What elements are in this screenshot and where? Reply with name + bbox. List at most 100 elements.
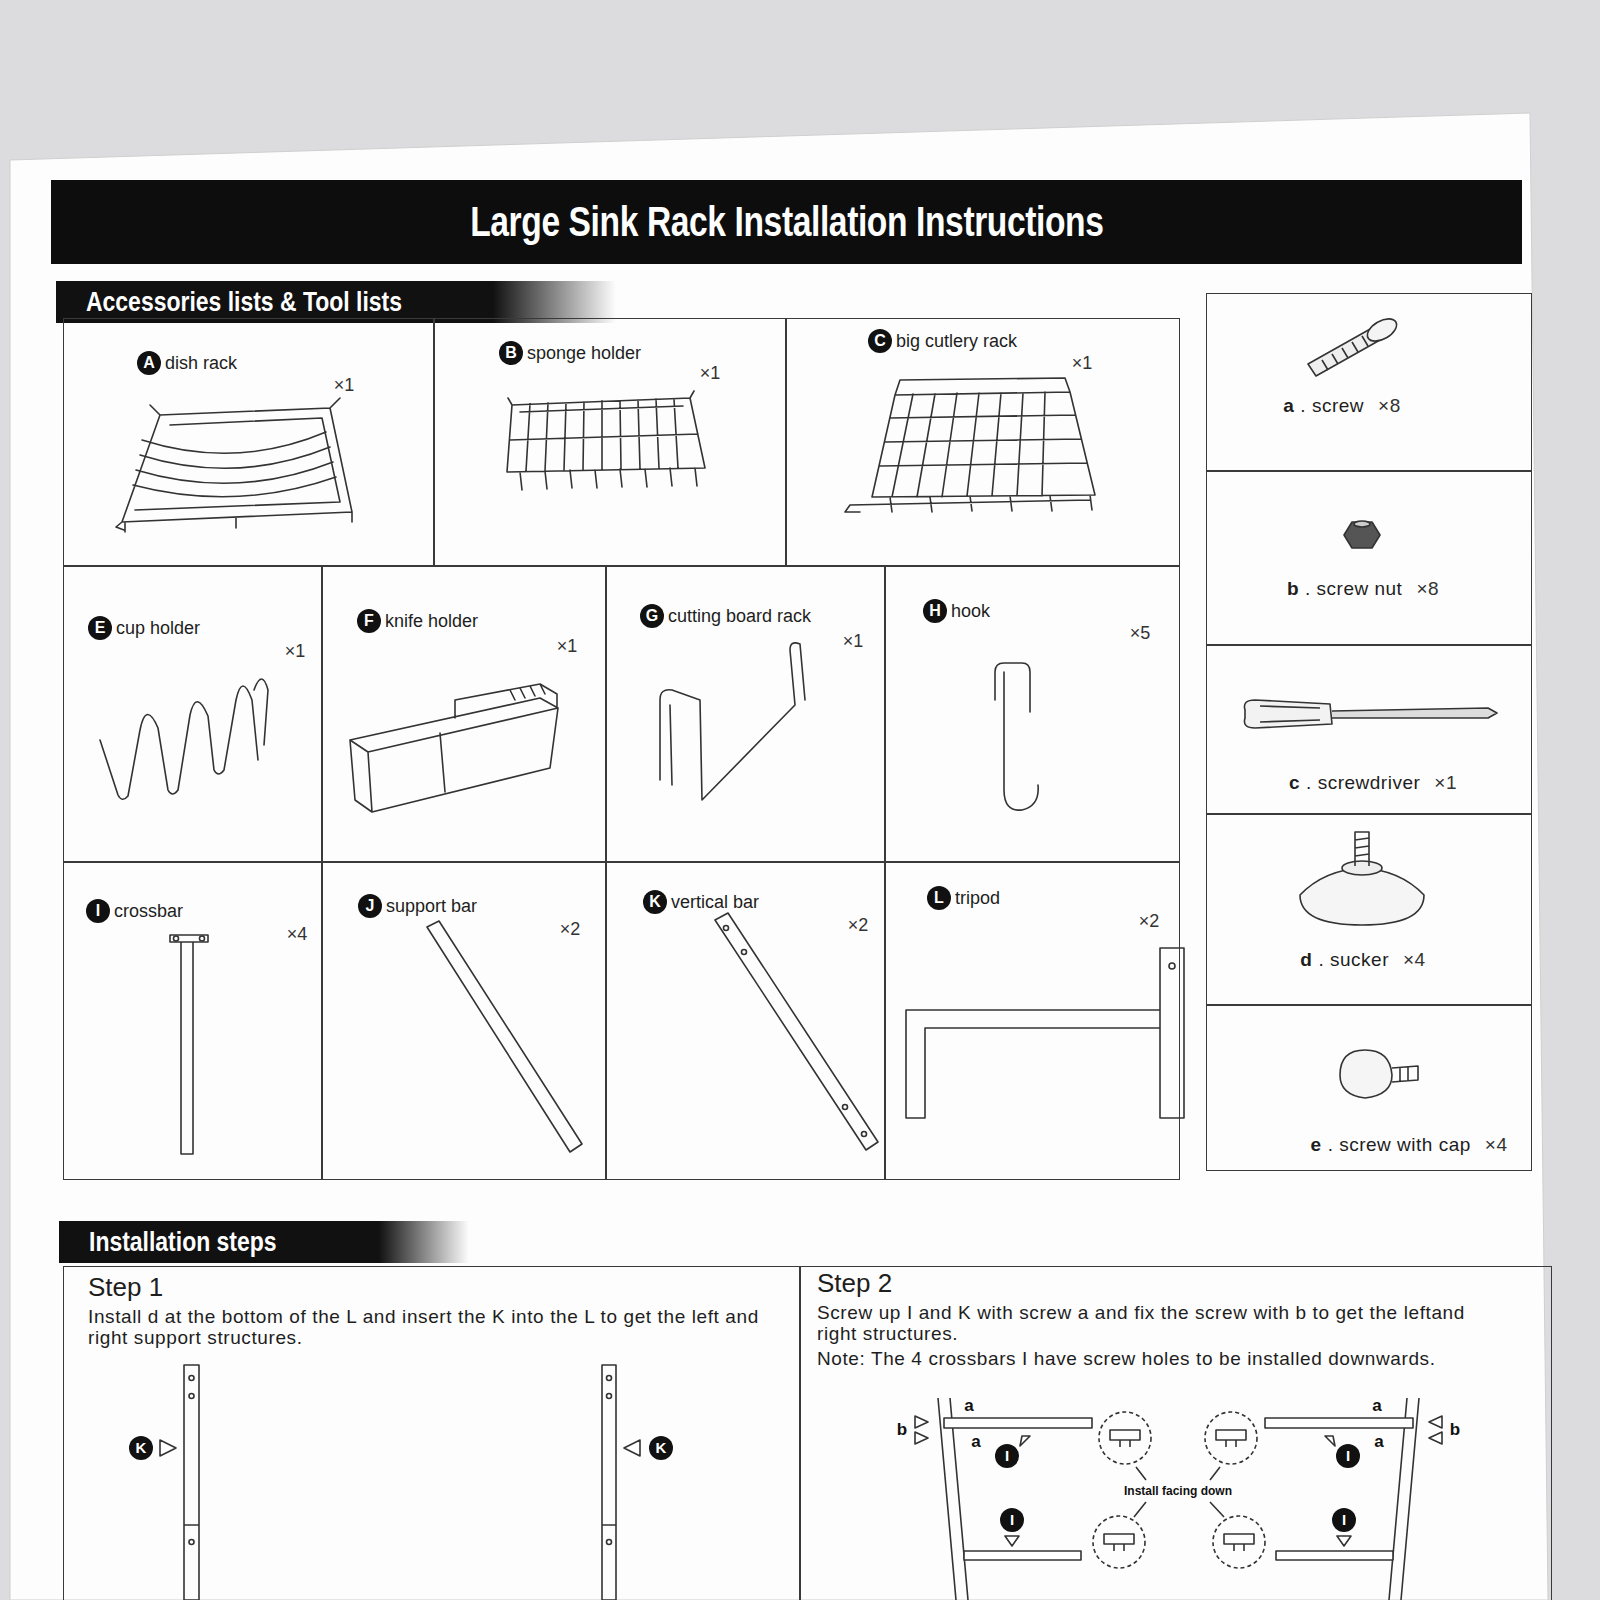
tool-letter: d (1300, 949, 1312, 971)
quantity: ×1 (700, 363, 721, 384)
part-name: dish rack (165, 353, 237, 374)
screw-hole (862, 1132, 867, 1137)
vertical-bar-drawing (184, 1365, 199, 1600)
part-cell: Icrossbar×4 (63, 862, 322, 1180)
part-name: hook (951, 601, 990, 622)
section-heading-text: Accessories lists & Tool lists (86, 286, 402, 318)
screw-hole (843, 1105, 848, 1110)
quantity: ×2 (848, 915, 869, 936)
quantity: ×2 (1139, 911, 1160, 932)
screw-hole (189, 1376, 194, 1381)
part-letter: a (1372, 1396, 1381, 1416)
part-letter: A (137, 351, 161, 375)
callout-letter: K (129, 1436, 153, 1460)
note-text: Install facing down (1122, 1484, 1234, 1498)
callout-letter: I (1332, 1508, 1356, 1532)
detail-circle (1099, 1412, 1151, 1464)
screw-hole (724, 926, 729, 931)
screwdriver-shaft (1332, 708, 1497, 718)
part-drawings (100, 378, 1184, 1154)
detail-circle (1205, 1412, 1257, 1464)
part-letter: b (1450, 1420, 1460, 1440)
part-cell: Adish rack ×1 (63, 318, 434, 566)
screw-hole (742, 950, 747, 955)
quantity: ×2 (560, 919, 581, 940)
step-text: Install d at the bottom of the L and ins… (88, 1306, 788, 1350)
tool-cell: e . screw with cap ×4 (1206, 1005, 1532, 1171)
quantity: ×4 (1485, 1134, 1508, 1156)
screw-hole (607, 1394, 612, 1399)
tool-cell: a . screw ×8 (1206, 293, 1532, 471)
cutting-board-rack-drawing (660, 643, 805, 800)
screw-hole (189, 1540, 194, 1545)
part-letter: C (868, 329, 892, 353)
cup-holder-drawing (100, 679, 268, 799)
screwdriver-drawing (1244, 700, 1332, 728)
part-name: tripod (955, 888, 1000, 909)
tool-name: . screw (1300, 395, 1364, 417)
quantity: ×1 (334, 375, 355, 396)
quantity: ×8 (1416, 578, 1439, 600)
part-letter: J (358, 894, 382, 918)
tool-name: . screw with cap (1328, 1134, 1471, 1156)
dish-rack-drawing (116, 398, 352, 532)
nut-hole (1354, 521, 1370, 527)
tool-letter: e (1311, 1134, 1322, 1156)
tool-drawings (1244, 314, 1497, 1098)
screw-thread (1322, 336, 1368, 370)
part-cell: Ltripod×2 (885, 862, 1180, 1180)
part-name: support bar (386, 896, 477, 917)
tool-label: b . screw nut ×8 (1287, 578, 1439, 600)
screw-hole (200, 936, 205, 941)
part-name: cup holder (116, 618, 200, 639)
screw-hole (189, 1394, 194, 1399)
part-letter: a (971, 1432, 980, 1452)
quantity: ×4 (1403, 949, 1426, 971)
sponge-holder-drawing (507, 391, 705, 490)
step-box: Step 2Screw up I and K with screw a and … (800, 1266, 1552, 1600)
quantity: ×5 (1130, 623, 1151, 644)
tool-cell: d . sucker ×4 (1206, 814, 1532, 1005)
tool-name: . screwdriver (1306, 772, 1420, 794)
tool-name: . screw nut (1305, 578, 1402, 600)
step-drawings (160, 1365, 1442, 1600)
part-letter: K (643, 890, 667, 914)
part-cell: Gcutting board rack×1 (606, 566, 885, 862)
part-letter: a (1374, 1432, 1383, 1452)
pointer-arrow (1325, 1416, 1442, 1546)
crossbar-drawing (170, 935, 208, 1154)
tool-cell: b . screw nut ×8 (1206, 471, 1532, 645)
part-letter: G (640, 604, 664, 628)
part-letter: I (86, 899, 110, 923)
sucker-drawing (1300, 868, 1424, 925)
support-bar-drawing (427, 921, 582, 1152)
pointer-arrow (160, 1440, 640, 1456)
tripod-drawing (906, 948, 1184, 1118)
pointer-arrow (915, 1416, 1030, 1546)
part-name: crossbar (114, 901, 183, 922)
step-text: Note: The 4 crossbars I have screw holes… (817, 1348, 1507, 1370)
detail-icon (1104, 1430, 1254, 1551)
part-letter: F (357, 609, 381, 633)
quantity: ×1 (843, 631, 864, 652)
step-text: Screw up I and K with screw a and fix th… (817, 1302, 1507, 1346)
quantity: ×8 (1378, 395, 1401, 417)
screw-head (1364, 314, 1401, 346)
part-name: knife holder (385, 611, 478, 632)
quantity: ×1 (557, 636, 578, 657)
tool-name: . sucker (1318, 949, 1389, 971)
paper-sheet (10, 113, 1548, 1600)
hook-drawing (995, 663, 1038, 810)
part-cell: Jsupport bar ×2 (322, 862, 606, 1180)
part-letter: B (499, 341, 523, 365)
cap-drawing (1340, 1050, 1392, 1098)
tool-letter: b (1287, 578, 1299, 600)
part-letter: a (964, 1396, 973, 1416)
quantity: ×1 (1072, 353, 1093, 374)
part-name: sponge holder (527, 343, 641, 364)
tool-label: e . screw with cap ×4 (1311, 1134, 1508, 1156)
part-cell: Fknife holder ×1 (322, 566, 606, 862)
tool-letter: a (1283, 395, 1294, 417)
callout-letter: K (649, 1436, 673, 1460)
tool-label: a . screw ×8 (1283, 395, 1400, 417)
